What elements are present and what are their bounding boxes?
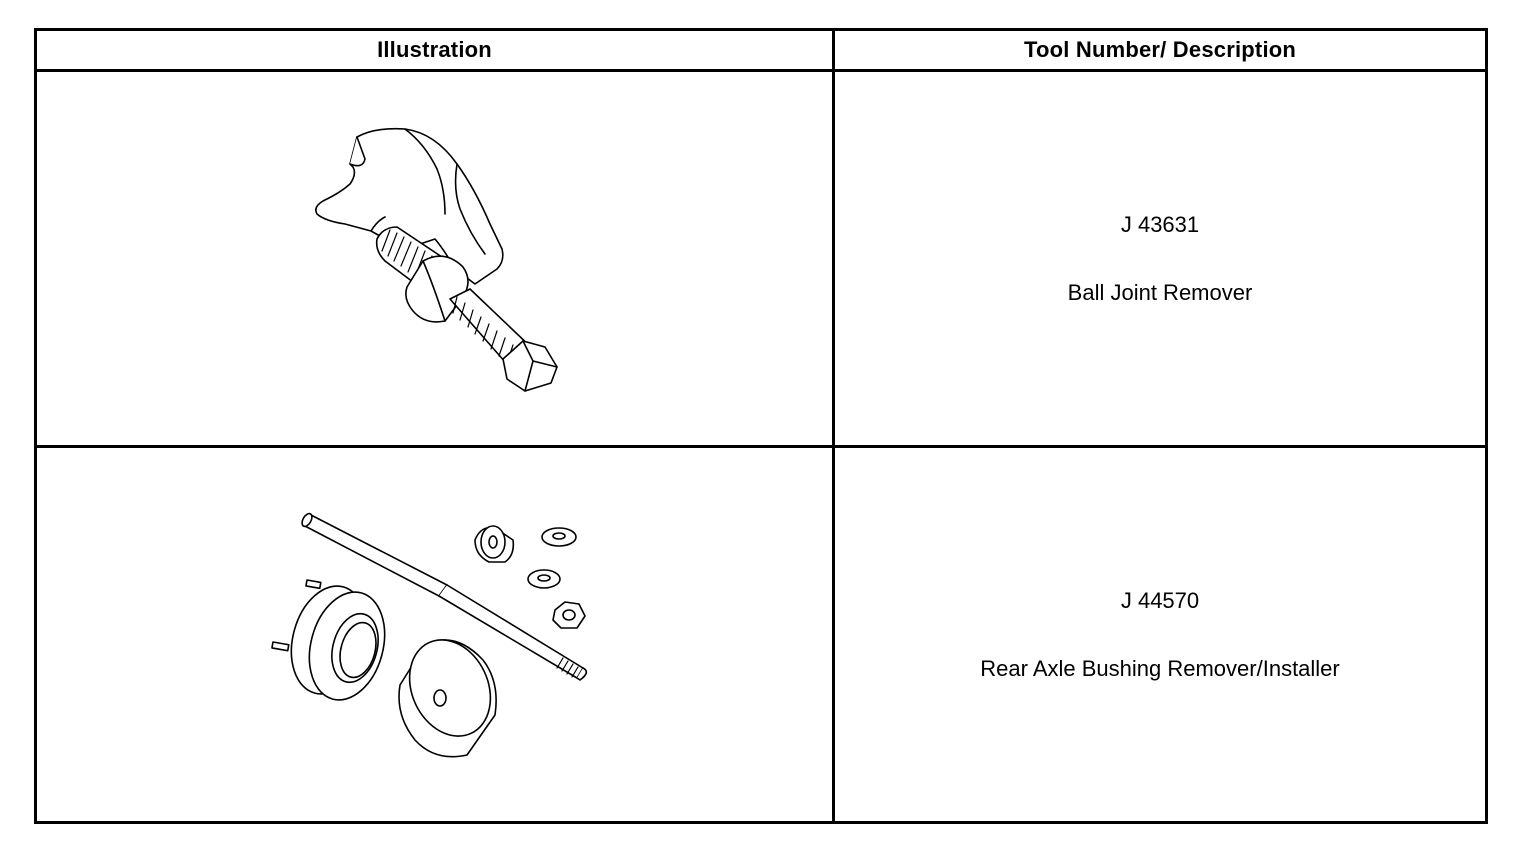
description-cell: J 44570 Rear Axle Bushing Remover/Instal…	[832, 445, 1488, 824]
description-cell: J 43631 Ball Joint Remover	[832, 69, 1488, 448]
tool-description: Ball Joint Remover	[1067, 279, 1253, 305]
tool-number: J 43631	[1120, 211, 1200, 237]
header-row: Illustration Tool Number/ Description	[34, 28, 1488, 72]
special-tools-table: Illustration Tool Number/ Description	[34, 28, 1488, 824]
table-row: J 44570 Rear Axle Bushing Remover/Instal…	[34, 445, 1488, 824]
ball-joint-remover-icon	[314, 127, 558, 392]
table-row: J 43631 Ball Joint Remover	[34, 69, 1488, 448]
tool-description: Rear Axle Bushing Remover/Installer	[980, 655, 1340, 681]
header-illustration: Illustration	[34, 28, 835, 72]
rear-axle-bushing-tool-set-icon	[270, 512, 587, 757]
illustration-cell	[34, 445, 835, 824]
tool-number: J 44570	[1120, 587, 1200, 613]
header-tool-number-description: Tool Number/ Description	[832, 28, 1488, 72]
illustration-cell	[34, 69, 835, 448]
